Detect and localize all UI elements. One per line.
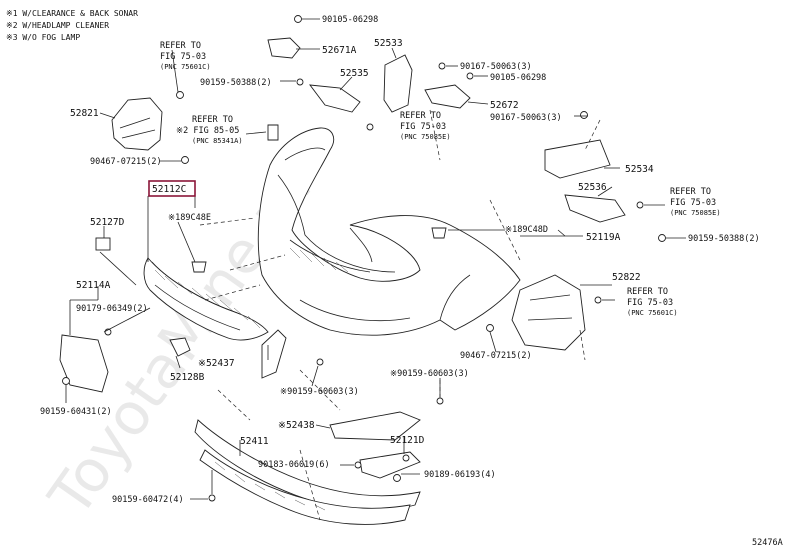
label-52119A: 52119A — [586, 232, 621, 243]
label-90159-60472: 90159-60472(4) — [112, 495, 184, 505]
note-1: ※1 W/CLEARANCE & BACK SONAR — [6, 9, 138, 18]
ref4-line1: REFER TO — [670, 187, 711, 197]
lower-grille-drawing — [143, 257, 269, 341]
bracket-drawings — [59, 37, 626, 479]
ref3-line2: FIG 75-03 — [400, 122, 446, 132]
ref4-line3: (PNC 75085E) — [670, 209, 721, 217]
lower-spoiler-drawing — [194, 419, 421, 525]
leader-lines — [65, 18, 686, 500]
part-labels: 90105-06298 52671A 52533 90167-50063(3) … — [40, 15, 760, 505]
ref1-line2: FIG 75-03 — [160, 52, 206, 62]
dashed-guide-lines — [199, 109, 601, 521]
ref4-line2: FIG 75-03 — [670, 198, 716, 208]
ref2-line3: (PNC 85341A) — [192, 137, 243, 145]
ref2-line1: REFER TO — [192, 115, 233, 125]
label-90159-50388-b: 90159-50388(2) — [688, 234, 760, 244]
ref3-line1: REFER TO — [400, 111, 441, 121]
label-90159-60603-b: ※90159-60603(3) — [390, 369, 469, 379]
label-52121D: 52121D — [390, 435, 425, 446]
label-52534: 52534 — [625, 164, 654, 175]
ref5-line3: (PNC 75601C) — [627, 309, 678, 317]
ref5-line1: REFER TO — [627, 287, 668, 297]
label-52112C: 52112C — [152, 184, 186, 195]
label-90167-50063-b: 90167-50063(3) — [490, 113, 562, 123]
label-52127D: 52127D — [90, 217, 125, 228]
label-90167-50063-a: 90167-50063(3) — [460, 62, 532, 72]
label-52536: 52536 — [578, 182, 607, 193]
note-2: ※2 W/HEADLAMP CLEANER — [6, 21, 109, 30]
label-52821: 52821 — [70, 108, 99, 119]
ref1-line3: (PNC 75601C) — [160, 63, 211, 71]
label-52533: 52533 — [374, 38, 403, 49]
ref2-line2: ※2 FIG 85-05 — [176, 126, 239, 136]
label-52411: 52411 — [240, 436, 269, 447]
label-52437: ※52437 — [198, 358, 235, 369]
label-90159-60431: 90159-60431(2) — [40, 407, 112, 417]
label-52535: 52535 — [340, 68, 369, 79]
diagram-id: 52476A — [752, 538, 783, 548]
label-52822: 52822 — [612, 272, 641, 283]
label-189C48E: ※189C48E — [168, 213, 211, 223]
note-3: ※3 W/O FOG LAMP — [6, 33, 80, 42]
label-90105-06298: 90105-06298 — [322, 15, 378, 25]
label-90189-06193: 90189-06193(4) — [424, 470, 496, 480]
label-52671A: 52671A — [322, 45, 357, 56]
label-90105-06298-b: 90105-06298 — [490, 73, 546, 83]
label-52128B: 52128B — [170, 372, 205, 383]
label-90179-06349: 90179-06349(2) — [76, 304, 148, 314]
label-90159-50388-a: 90159-50388(2) — [200, 78, 272, 88]
highlight-box — [148, 180, 196, 197]
label-52438: ※52438 — [278, 420, 315, 431]
label-52114A: 52114A — [76, 280, 111, 291]
ref3-line3: (PNC 75085E) — [400, 133, 451, 141]
ref1-line1: REFER TO — [160, 41, 201, 51]
label-52672: 52672 — [490, 100, 519, 111]
bumper-cover-drawing — [257, 127, 521, 336]
label-90159-60603-a: ※90159-60603(3) — [280, 387, 359, 397]
refer-to-notes: REFER TO FIG 75-03 (PNC 75601C) REFER TO… — [160, 41, 721, 317]
label-90183-06019: 90183-06019(6) — [258, 460, 330, 470]
label-90467-07215-b: 90467-07215(2) — [460, 351, 532, 361]
ref5-line2: FIG 75-03 — [627, 298, 673, 308]
label-90467-07215-a: 90467-07215(2) — [90, 157, 162, 167]
label-189C48D: ※189C48D — [505, 225, 548, 235]
